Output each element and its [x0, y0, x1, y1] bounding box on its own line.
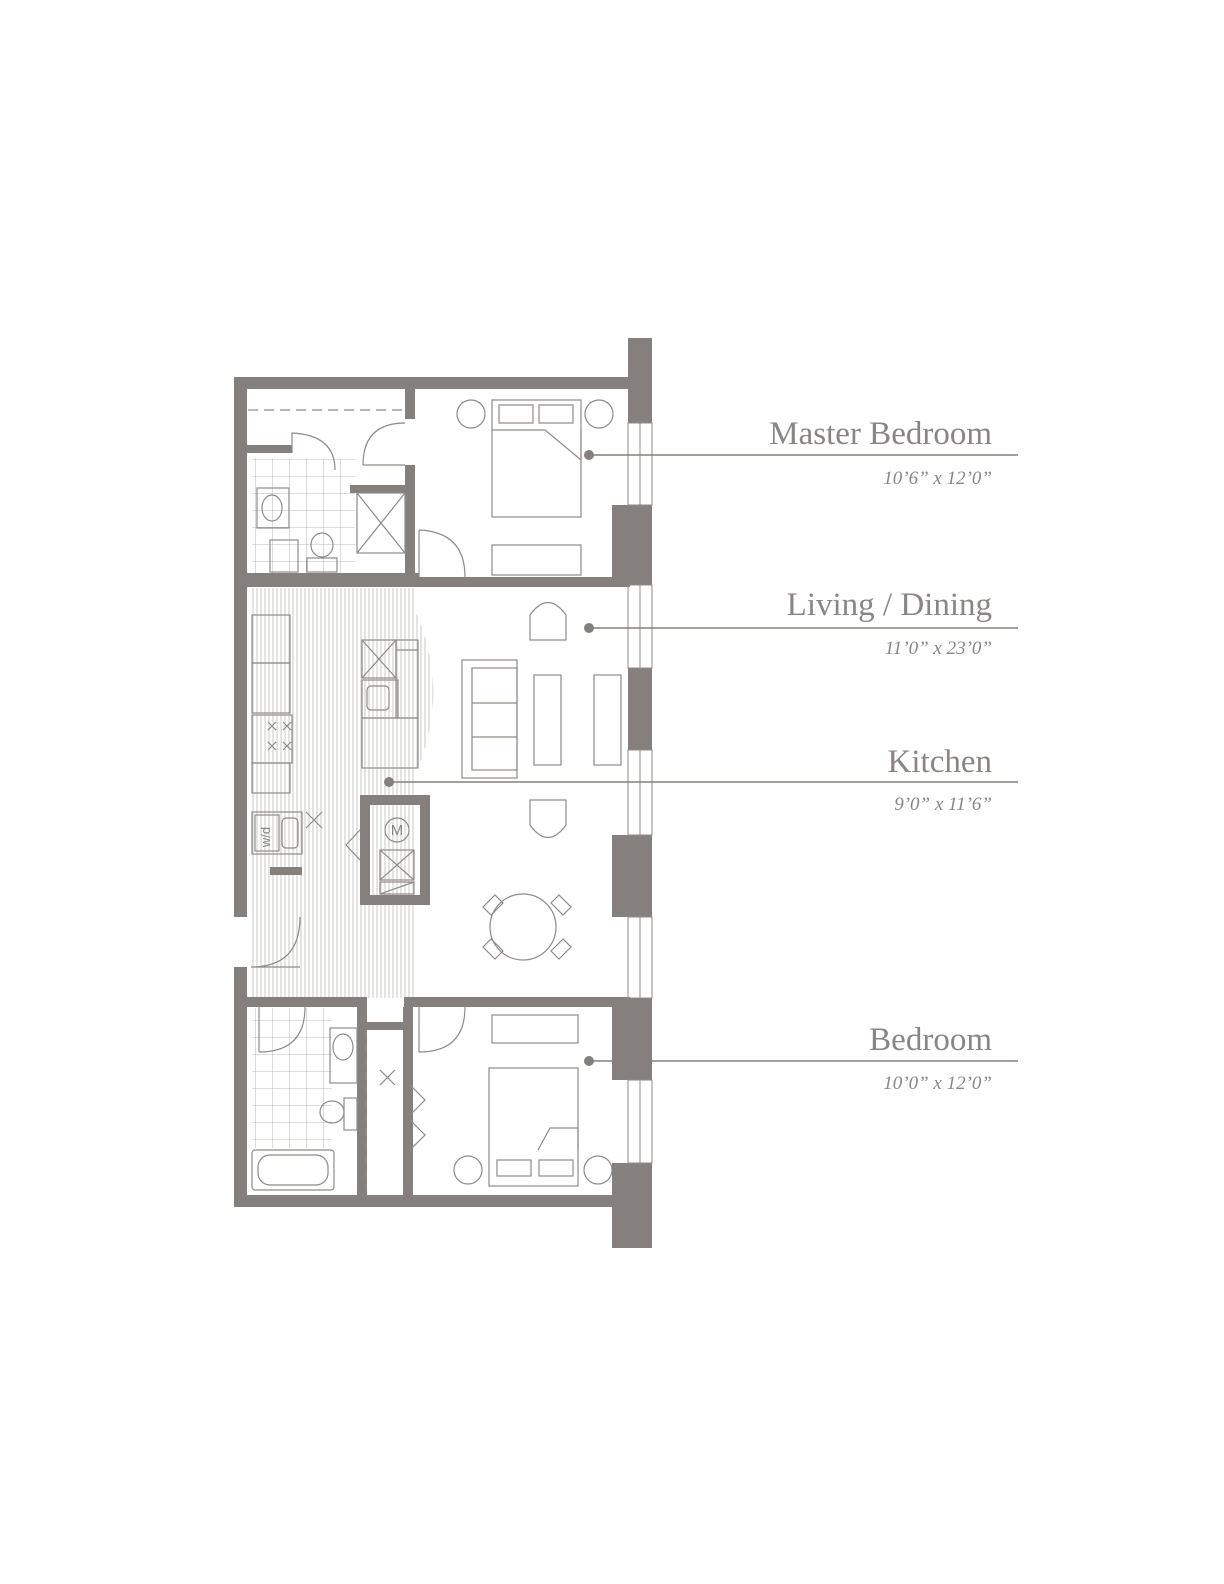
room-dimensions-master-bedroom: 10’6” x 12’0”: [883, 468, 992, 489]
marker-living-dining: [584, 623, 594, 633]
room-label-living-dining: Living / Dining: [787, 587, 992, 623]
living-furniture: [461, 601, 622, 839]
windows: [627, 422, 653, 1164]
washer-dryer: w/d: [251, 811, 303, 855]
marker-master-bedroom: [584, 450, 594, 460]
room-dimensions-bedroom: 10’0” x 12’0”: [883, 1073, 992, 1094]
walls: [234, 338, 652, 1248]
doors: [248, 409, 466, 1190]
mechanical-label: M: [391, 822, 404, 839]
room-labels: Master Bedroom 10’6” x 12’0” Living / Di…: [769, 416, 992, 1094]
master-bath-fixtures: [256, 487, 406, 573]
bath-fixtures: [251, 1027, 358, 1191]
marker-kitchen: [384, 777, 394, 787]
room-label-master-bedroom: Master Bedroom: [769, 416, 992, 452]
washer-dryer-label: w/d: [258, 827, 273, 848]
room-label-kitchen: Kitchen: [888, 744, 992, 780]
room-label-bedroom: Bedroom: [869, 1022, 992, 1058]
bedroom-furniture: [453, 1014, 613, 1187]
tile-flooring: [252, 458, 355, 1148]
room-dimensions-living-dining: 11’0” x 23’0”: [885, 638, 992, 659]
master-bed: [456, 399, 614, 576]
room-dimensions-kitchen: 9’0” x 11’6”: [894, 794, 992, 815]
mechanical-closet: M: [379, 817, 415, 895]
leader-lines: [384, 450, 1018, 1066]
kitchen-fixtures: [251, 614, 419, 794]
stove-burners: [267, 721, 292, 751]
marker-bedroom: [584, 1056, 594, 1066]
dining-table: [482, 893, 572, 961]
